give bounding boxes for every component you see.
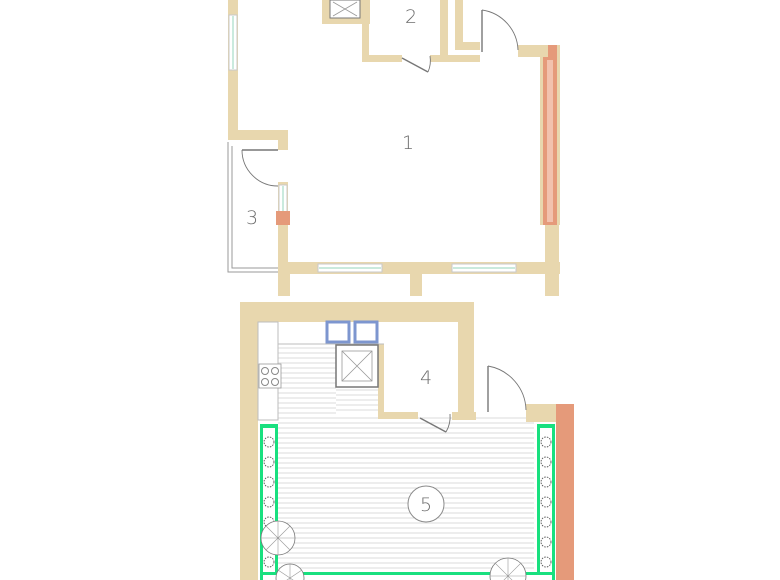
door-balcony bbox=[241, 149, 279, 187]
plant-icon bbox=[540, 496, 552, 508]
plant-icon bbox=[263, 476, 275, 488]
accent-column-small bbox=[276, 211, 290, 225]
plant-icon bbox=[263, 436, 275, 448]
wall-room2-right bbox=[440, 0, 448, 62]
wall-room2-ledge bbox=[455, 42, 480, 50]
pillar-bottom-right bbox=[545, 222, 559, 296]
wall-step-vert bbox=[278, 130, 288, 150]
accent-wall-inner bbox=[547, 60, 553, 222]
wall-room4-left bbox=[378, 344, 384, 414]
plant-icon bbox=[540, 516, 552, 528]
elevator-shaft-icon-lower bbox=[341, 350, 373, 382]
accent-wall-lower bbox=[556, 404, 574, 580]
plant-icon bbox=[540, 456, 552, 468]
plant-icon bbox=[263, 436, 552, 568]
wall-room4-bottom-r bbox=[452, 412, 476, 420]
wall-room4-bottom bbox=[378, 412, 418, 419]
room4-floor bbox=[384, 344, 458, 412]
wall-mid-left bbox=[278, 182, 288, 290]
balcony-outline bbox=[227, 142, 282, 273]
room-label-5-circle bbox=[407, 485, 445, 523]
room-label-1: 1 bbox=[402, 132, 414, 154]
room-label-4: 4 bbox=[420, 367, 432, 389]
shrub-left bbox=[260, 520, 296, 556]
room-label-3: 3 bbox=[246, 207, 258, 229]
wall-right-lower-top bbox=[526, 404, 562, 422]
room-label-5: 5 bbox=[420, 494, 432, 516]
plant-icon bbox=[263, 556, 275, 568]
shrub-bottom-left bbox=[275, 563, 305, 580]
door-room2 bbox=[401, 55, 431, 73]
wall-room2-bottom-r bbox=[430, 55, 480, 62]
plant-icon bbox=[540, 536, 552, 548]
plant-icon bbox=[540, 436, 552, 448]
wall-left-lower bbox=[240, 302, 258, 580]
window-lower-1 bbox=[325, 320, 351, 344]
plant-icon bbox=[540, 476, 552, 488]
elevator-shaft-icon bbox=[332, 1, 358, 17]
wall-top-lower bbox=[240, 302, 474, 322]
plant-icon bbox=[540, 556, 552, 568]
upper-floor: 2 1 3 bbox=[227, 0, 560, 296]
room-label-2: 2 bbox=[405, 6, 417, 28]
wall-right-top bbox=[518, 45, 548, 57]
lower-floor: 5 4 bbox=[240, 302, 574, 580]
shrub-bottom-right bbox=[489, 557, 527, 580]
wall-step bbox=[228, 130, 288, 140]
plant-icon bbox=[263, 456, 275, 468]
wall-room4-right bbox=[458, 302, 474, 420]
pillar-bottom-mid bbox=[410, 262, 422, 296]
deck-lines bbox=[278, 347, 534, 569]
plant-icon bbox=[263, 496, 275, 508]
stove-icon bbox=[258, 363, 282, 389]
door-room4 bbox=[419, 413, 451, 433]
wall-room2-right2 bbox=[455, 0, 463, 50]
door-entry-upper bbox=[481, 9, 519, 52]
door-entry-lower bbox=[487, 365, 527, 412]
pillar-bottom-left bbox=[278, 262, 290, 296]
wall-room2-left bbox=[362, 0, 369, 60]
window-lower-2 bbox=[353, 320, 379, 344]
wall-room2-bottom bbox=[362, 55, 402, 62]
